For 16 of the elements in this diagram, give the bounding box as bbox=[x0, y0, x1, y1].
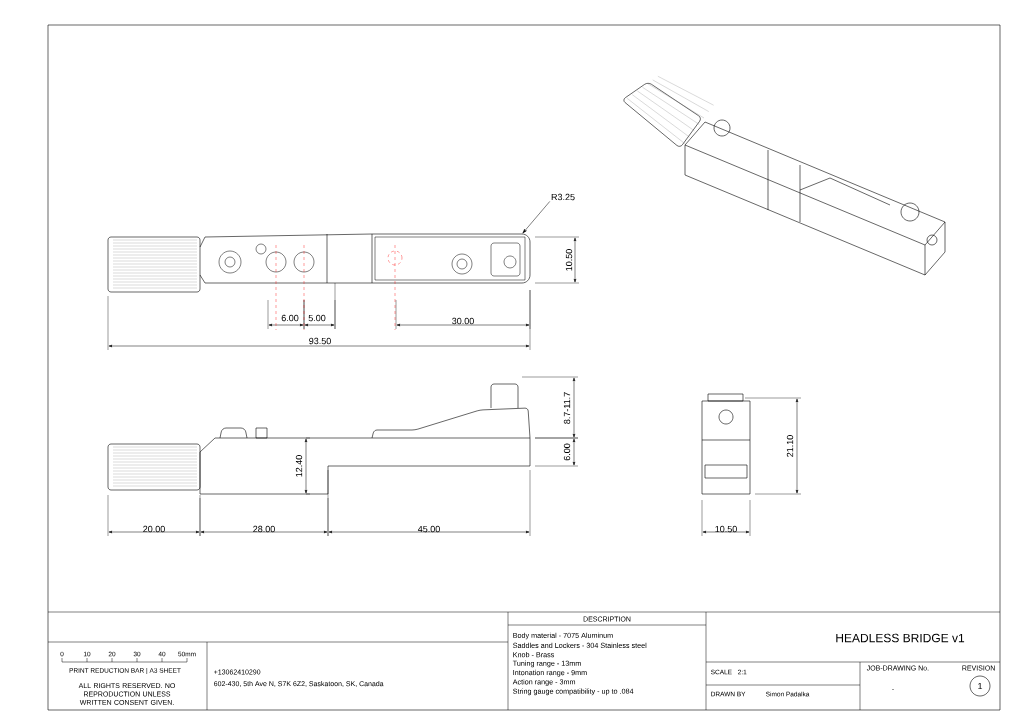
top-view-drawing bbox=[107, 233, 531, 331]
dimension-text: 6.00 bbox=[281, 314, 299, 322]
dimension-text: 45.00 bbox=[417, 525, 440, 533]
dimension-text: 10.50 bbox=[715, 525, 737, 533]
dimension-text: R3.25 bbox=[551, 193, 575, 201]
dimension-text: 20.00 bbox=[143, 525, 165, 533]
dimension-text: 28.00 bbox=[253, 525, 275, 533]
dimension-text: 12.40 bbox=[295, 455, 303, 477]
dimension-text: 8.7-11.7 bbox=[563, 392, 571, 424]
dimension-text: 10.50 bbox=[565, 249, 573, 271]
dimension-text: 30.00 bbox=[452, 317, 474, 325]
leader-line bbox=[522, 201, 551, 234]
dimension-text: 5.00 bbox=[308, 314, 326, 322]
dimension-text: 6.00 bbox=[563, 443, 571, 461]
dimension-text: 21.10 bbox=[786, 435, 794, 457]
drawing-title: HEADLESS BRIDGE v1 bbox=[836, 633, 965, 643]
